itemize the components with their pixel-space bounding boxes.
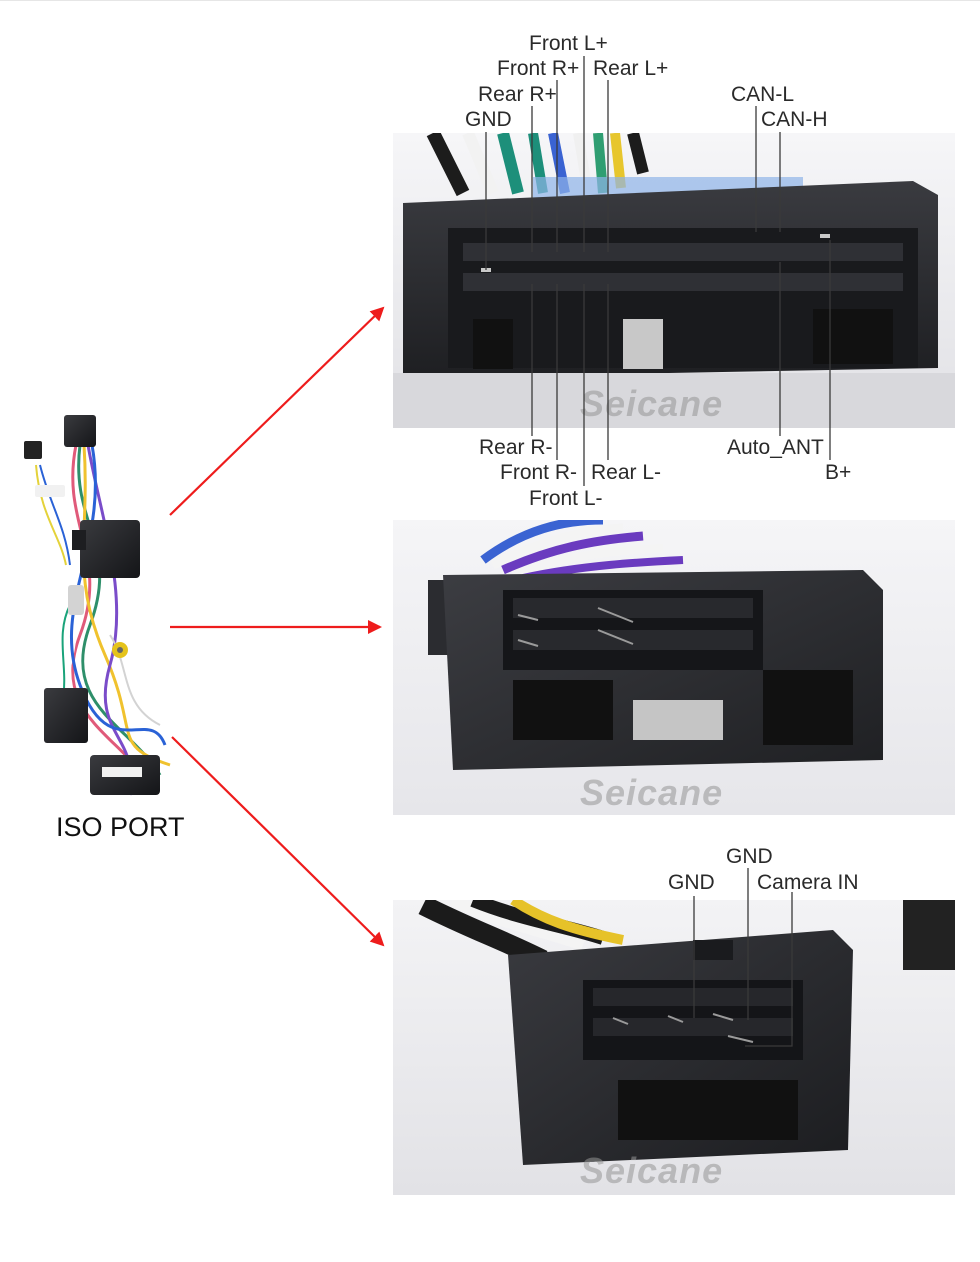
arrow-to-main-connector bbox=[169, 306, 385, 516]
main-connector-image bbox=[393, 133, 955, 428]
arrow-to-camera-connector bbox=[171, 736, 385, 947]
top-divider bbox=[0, 0, 980, 1]
label-front-l-plus: Front L+ bbox=[529, 32, 608, 55]
label-rear-r-minus: Rear R- bbox=[479, 436, 553, 459]
label-gnd-left: GND bbox=[668, 871, 715, 894]
watermark-1: Seicane bbox=[580, 383, 724, 424]
leader-camera-in bbox=[745, 892, 793, 1047]
label-rear-r-plus: Rear R+ bbox=[478, 83, 557, 106]
label-camera-in: Camera IN bbox=[757, 871, 859, 894]
camera-connector-image bbox=[393, 900, 955, 1195]
iso-port-label: ISO PORT bbox=[56, 812, 185, 842]
label-can-l: CAN-L bbox=[731, 83, 795, 106]
label-rear-l-minus: Rear L- bbox=[591, 461, 662, 484]
label-can-h: CAN-H bbox=[761, 108, 828, 131]
label-front-r-plus: Front R+ bbox=[497, 57, 580, 80]
label-b-plus: B+ bbox=[825, 461, 852, 484]
label-rear-l-plus: Rear L+ bbox=[593, 57, 669, 80]
label-auto-ant: Auto_ANT bbox=[727, 436, 824, 459]
watermark-3: Seicane bbox=[580, 1150, 724, 1191]
label-front-r-minus: Front R- bbox=[500, 461, 578, 484]
label-front-l-minus: Front L- bbox=[529, 487, 603, 510]
secondary-connector-image bbox=[393, 520, 955, 815]
iso-harness-image bbox=[24, 415, 171, 796]
label-gnd-top: GND bbox=[726, 845, 773, 868]
watermark-2: Seicane bbox=[580, 772, 724, 813]
label-gnd: GND bbox=[465, 108, 512, 131]
